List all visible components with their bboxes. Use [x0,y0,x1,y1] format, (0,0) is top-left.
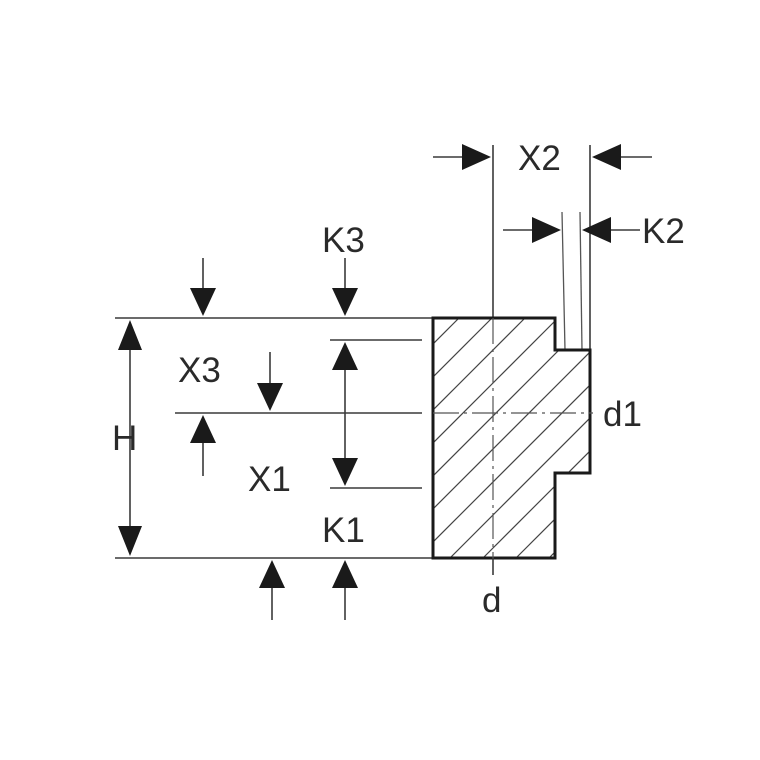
k3-right-arrow [332,288,358,316]
k1-dimension [259,560,358,620]
x3-up-arrow [190,415,216,443]
label-k3: K3 [322,221,365,260]
label-x1: X1 [248,460,291,499]
hatch-line [615,318,760,558]
extension-lines [115,317,433,559]
hatch-line [433,318,559,558]
hatch-line [433,318,590,558]
x1-top-arrow [332,342,358,370]
k2-right-arrow [582,217,611,243]
hatch-line [433,318,526,558]
fitting-outline [431,316,592,560]
label-h: H [112,419,137,458]
centerlines [433,318,593,558]
x3-down-arrow [257,383,283,411]
label-x2: X2 [518,139,561,178]
label-d1: d1 [603,395,642,434]
k3-dimension [190,258,358,316]
label-k1: K1 [322,511,365,550]
x2-dimension [433,144,652,170]
k2-dimension [503,217,640,243]
x2-left-arrow [462,144,491,170]
hatch-line [581,318,590,558]
k1-left-arrow [259,560,285,588]
hatch-line [548,318,590,558]
hatch-line [515,318,590,558]
label-d: d [482,581,501,620]
body-hatching [186,318,760,558]
hatch-line [433,318,590,558]
h-top-arrow [118,320,142,350]
k2-left-extension-line [561,211,566,351]
hatch-line [482,318,590,558]
hatch-line [186,318,426,558]
vertical-extension-lines [492,145,591,351]
x3-dimension [190,352,283,476]
k3-left-arrow [190,288,216,316]
hatch-line [449,318,590,558]
x1-dimension [332,342,358,486]
k2-right-extension-line [579,211,583,351]
hatch-line [433,318,493,558]
label-k2: K2 [642,212,685,251]
x1-bottom-arrow [332,458,358,486]
label-x3: X3 [178,351,221,390]
h-dimension [118,320,142,556]
hatch-line [433,318,590,558]
h-bottom-arrow [118,526,142,556]
x2-right-arrow [592,144,621,170]
k2-left-arrow [532,217,561,243]
k1-right-arrow [332,560,358,588]
